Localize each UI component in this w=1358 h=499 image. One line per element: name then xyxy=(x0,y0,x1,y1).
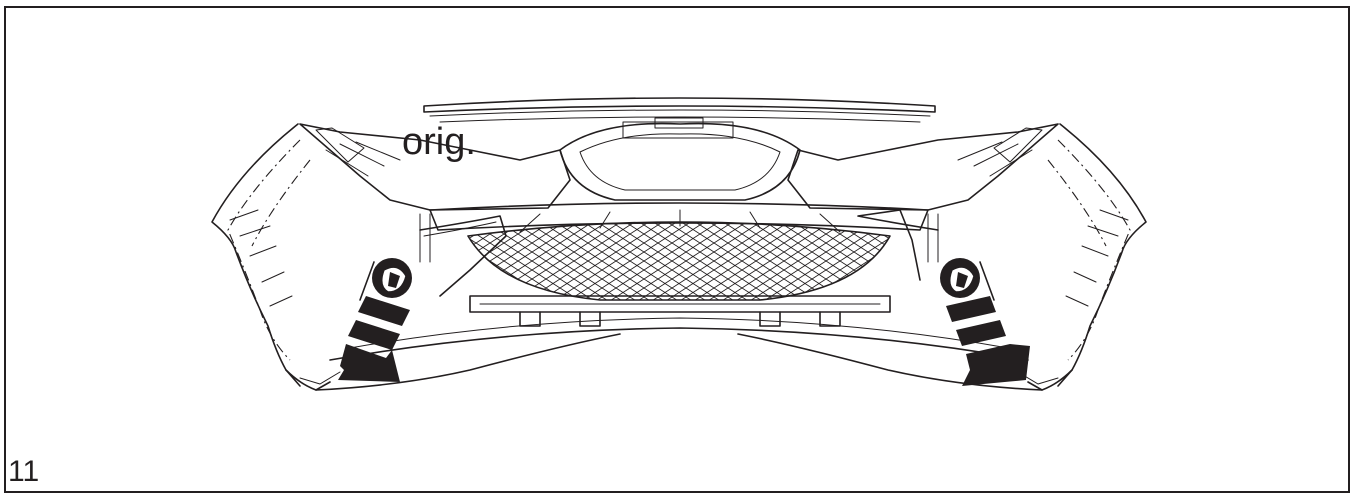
figure-number: 11 xyxy=(8,455,40,488)
arrow-down-icon xyxy=(946,296,1030,386)
arrow-down-icon xyxy=(338,296,410,382)
right-bumper-wing xyxy=(737,123,1147,391)
upper-opening xyxy=(559,117,801,201)
horn-icon xyxy=(940,258,995,301)
left-bumper-wing xyxy=(211,123,621,391)
original-part-label: orig. xyxy=(402,121,476,163)
lower-grille xyxy=(467,221,891,301)
horn-icon xyxy=(359,258,412,301)
wiring-harness xyxy=(419,209,939,297)
upper-bumper-bar xyxy=(423,97,936,123)
lower-bumper-body xyxy=(329,202,1029,361)
